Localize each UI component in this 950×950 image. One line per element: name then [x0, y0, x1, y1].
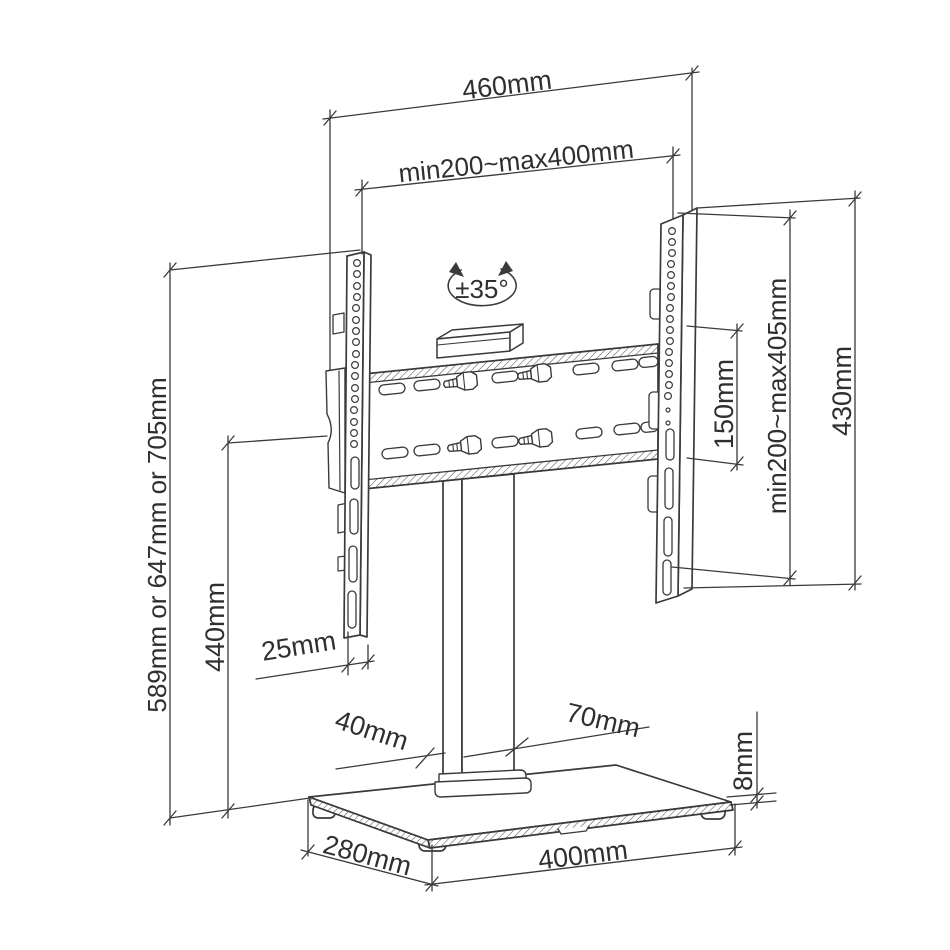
base-front-tab	[557, 825, 590, 835]
dim-bracket-depth	[255, 631, 375, 680]
dim-plate-hole-spacing	[686, 323, 744, 472]
vesa-width-label: min200~max400mm	[397, 134, 635, 189]
bracket-height-label: 430mm	[827, 346, 857, 436]
column-depth-label: 70mm	[563, 697, 643, 743]
column-width-label: 40mm	[331, 705, 412, 757]
total-height-label: 589mm or 647mm or 705mm	[142, 377, 172, 712]
dim-vesa-height	[671, 209, 797, 586]
dim-column-height	[221, 435, 328, 819]
wall-plate-slot-row-top	[378, 355, 659, 396]
right-bracket-holes	[663, 227, 676, 426]
dim-bracket-height	[683, 190, 862, 591]
dim-total-height	[163, 249, 361, 826]
swivel-annotation	[447, 261, 517, 307]
dim-top-width	[322, 65, 700, 371]
glass-base	[308, 764, 734, 852]
left-bracket	[325, 251, 372, 639]
dim-base-width	[424, 803, 743, 892]
left-bracket-claw	[325, 367, 346, 494]
tilt-block	[436, 323, 524, 359]
base-thickness-label: 8mm	[728, 731, 758, 791]
swivel-angle-label: ±35°	[455, 274, 509, 304]
column-front-face	[461, 473, 515, 780]
wall-plate	[343, 343, 659, 492]
vesa-height-label: min200~max405mm	[762, 278, 792, 514]
swivel-arc	[447, 268, 517, 307]
left-bracket-slots	[347, 456, 360, 629]
left-bracket-hook-top	[332, 312, 345, 335]
dim-column-depth	[463, 726, 650, 758]
bracket-depth-label: 25mm	[259, 625, 338, 666]
right-bracket	[647, 207, 698, 604]
base-width-label: 400mm	[536, 835, 629, 876]
dim-vesa-width	[354, 146, 681, 255]
column-height-label: 440mm	[200, 582, 230, 672]
left-bracket-holes	[350, 259, 362, 449]
plate-hole-spacing-label: 150mm	[709, 359, 739, 449]
swivel-arrowhead-left	[449, 262, 464, 277]
column-collar-base	[434, 777, 532, 798]
top-width-label: 460mm	[460, 65, 553, 106]
dim-base-depth	[300, 799, 439, 887]
dim-column-width	[335, 747, 446, 770]
dim-base-thickness	[726, 711, 777, 811]
swivel-arrowhead-right	[498, 261, 513, 276]
left-bracket-front-face	[343, 251, 365, 639]
right-bracket-slots	[662, 428, 675, 596]
column-side-face	[442, 478, 463, 781]
